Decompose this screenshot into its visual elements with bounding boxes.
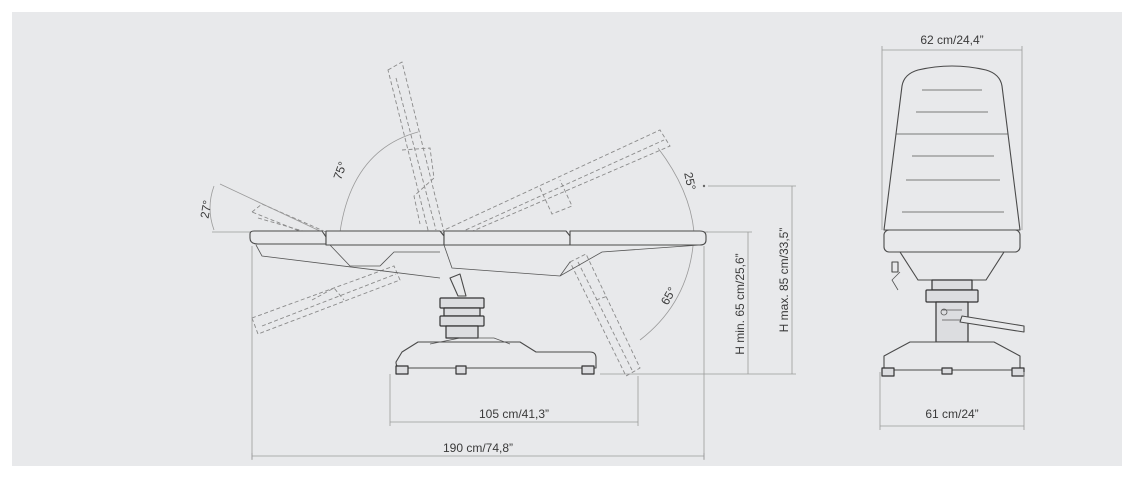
- side-dimensions: [251, 185, 796, 460]
- angle-65-label: 65°: [658, 284, 679, 307]
- seat-section: [443, 230, 571, 246]
- height-min-label: H min. 65 cm/25,6”: [733, 253, 747, 354]
- angle-25-label: 25°: [681, 171, 699, 192]
- side-view: 27° 75° 25° 65° 190 cm/74,8” 105 cm/41,3…: [198, 61, 796, 460]
- front-seat: [883, 229, 1021, 253]
- angle-27-label: 27°: [198, 199, 215, 219]
- ghost-legrest-lowered: [569, 253, 641, 377]
- headrest-section: [249, 230, 327, 245]
- base-length-label: 105 cm/41,3”: [479, 407, 549, 421]
- ghost-head-tilt-down: [251, 265, 401, 335]
- backrest-section: [325, 230, 445, 246]
- angle-75-label: 75°: [331, 160, 350, 182]
- total-length-label: 190 cm/74,8”: [443, 441, 513, 455]
- front-view: 62 cm/24,4”: [879, 33, 1025, 430]
- height-max-label: H max. 85 cm/33,5”: [777, 228, 791, 333]
- chair-top-sections: [249, 230, 707, 279]
- ghost-legrest-raised: [439, 129, 671, 241]
- base-width-label: 61 cm/24”: [925, 407, 978, 421]
- top-width-label: 62 cm/24,4”: [920, 33, 983, 47]
- foot-pedal: [959, 315, 1025, 333]
- front-backrest: [883, 65, 1021, 231]
- chair-base: [395, 273, 597, 375]
- legrest-section: [569, 230, 707, 246]
- front-base: [883, 341, 1021, 371]
- ghost-backrest-raised: [387, 61, 445, 239]
